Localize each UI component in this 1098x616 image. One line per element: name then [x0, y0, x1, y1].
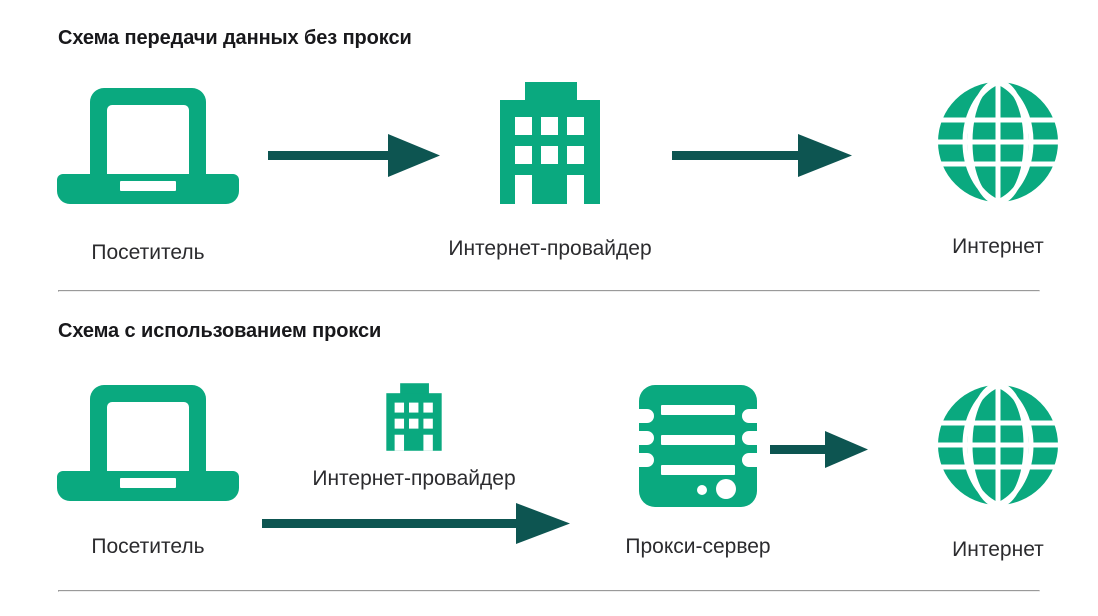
node-isp-no-proxy: Интернет-провайдер	[408, 82, 692, 259]
section-title-with-proxy: Схема с использованием прокси	[58, 320, 382, 342]
section-divider-1	[58, 290, 1040, 292]
globe-icon	[936, 79, 1060, 209]
node-label-isp: Интернет-провайдер	[448, 237, 652, 260]
arrow-visitor-to-proxy	[262, 502, 570, 551]
node-label-internet: Интернет	[952, 235, 1044, 258]
node-internet-no-proxy: Интернет	[900, 79, 1096, 258]
node-label-visitor: Посетитель	[91, 535, 205, 558]
node-proxy-server: Прокси-сервер	[590, 385, 806, 557]
section-title-no-proxy: Схема передачи данных без прокси	[58, 27, 412, 49]
server-icon	[639, 385, 757, 512]
laptop-icon	[57, 385, 239, 506]
building-icon	[383, 383, 445, 456]
arrow-proxy-to-internet	[770, 428, 868, 477]
node-label-internet: Интернет	[952, 538, 1044, 561]
laptop-icon	[57, 88, 239, 209]
globe-icon	[936, 382, 1060, 512]
node-visitor-with-proxy: Посетитель	[57, 385, 239, 557]
arrow-visitor-to-isp	[268, 132, 440, 185]
node-label-isp: Интернет-провайдер	[312, 467, 516, 490]
building-icon	[494, 82, 606, 209]
arrow-isp-to-internet	[672, 132, 852, 185]
section-divider-2	[58, 590, 1040, 592]
node-internet-with-proxy: Интернет	[900, 382, 1096, 561]
node-label-visitor: Посетитель	[91, 241, 205, 264]
node-label-proxy: Прокси-сервер	[625, 535, 771, 558]
node-isp-with-proxy: Интернет-провайдер	[268, 383, 560, 489]
node-visitor-no-proxy: Посетитель	[57, 88, 239, 263]
